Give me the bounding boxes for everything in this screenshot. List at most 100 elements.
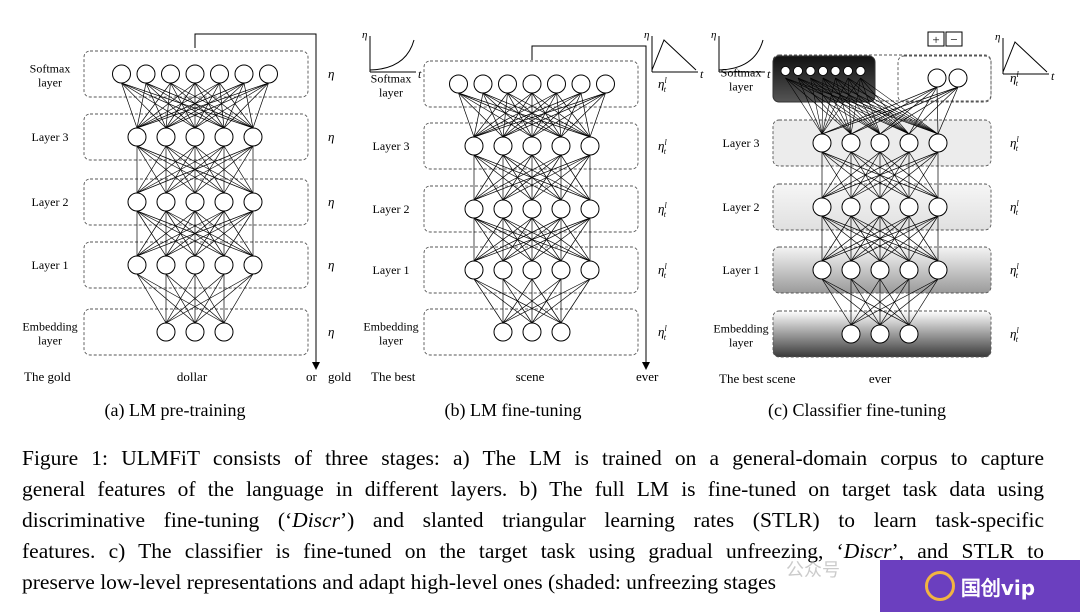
connection-line <box>821 77 824 135</box>
connection-line <box>797 77 852 135</box>
caption-line-1: Figure 1: ULMFiT consists of three stage… <box>22 443 1044 474</box>
connection-line <box>810 77 910 135</box>
connection-line <box>223 82 269 129</box>
connection-line <box>219 82 225 129</box>
caption-text: preserve low-level representations and a… <box>22 570 777 594</box>
connection-line <box>482 92 591 138</box>
layer-box-2 <box>423 122 639 170</box>
connection-line <box>136 145 254 194</box>
connection-line <box>822 77 939 135</box>
connection-line <box>473 92 557 138</box>
connection-line <box>556 92 591 138</box>
figure-caption: Figure 1: ULMFiT consists of three stage… <box>22 443 1044 598</box>
site-badge[interactable]: 国创vip <box>880 560 1080 612</box>
connection-line <box>531 92 606 138</box>
connection-line <box>136 210 196 257</box>
connection-line <box>560 217 591 262</box>
connection-line <box>835 77 910 135</box>
connection-line <box>908 215 939 262</box>
neuron-node <box>493 322 513 342</box>
lr-plot-c-left-t-label: t <box>767 67 771 81</box>
layer-label-3: Layer 2 <box>723 200 760 214</box>
connection-line <box>136 273 167 324</box>
lr-plot-b-right-t-label: t <box>700 67 704 81</box>
neuron-node <box>156 127 176 147</box>
connection-line <box>847 77 939 135</box>
connection-line <box>835 77 881 135</box>
connection-line <box>879 278 939 326</box>
lm-softmax-node <box>843 66 853 76</box>
learning-rate-1: η <box>328 66 334 81</box>
connection-line <box>170 82 196 129</box>
caption-line-2: general features of the language in diff… <box>22 474 1044 505</box>
connection-line <box>502 92 533 138</box>
neuron-node <box>928 197 948 217</box>
neuron-node <box>127 255 147 275</box>
neuron-node <box>136 64 156 84</box>
learning-rate-3: η <box>328 194 334 209</box>
connection-line <box>531 92 591 138</box>
layer-label-3: Layer 2 <box>32 195 69 209</box>
neuron-node <box>234 64 254 84</box>
connection-line <box>502 278 591 324</box>
connection-line <box>145 82 167 129</box>
connection-line <box>194 82 269 129</box>
connection-line <box>194 82 225 129</box>
connection-line <box>165 210 254 257</box>
connection-line <box>502 92 606 138</box>
connection-line <box>821 77 849 135</box>
caption-text: Figure 1: ULMFiT consists of three stage… <box>22 446 1044 470</box>
connection-line <box>785 77 881 135</box>
connection-line <box>223 273 254 324</box>
input-word-3: ever <box>636 369 659 384</box>
learning-rate-5: η <box>328 324 334 339</box>
neuron-node <box>493 136 513 156</box>
input-word-1: The best <box>371 369 416 384</box>
connection-line <box>908 151 939 199</box>
minus-box <box>945 31 963 47</box>
connection-line <box>531 92 582 138</box>
connection-line <box>821 215 939 262</box>
input-word-2: scene <box>516 369 545 384</box>
connection-line <box>482 92 562 138</box>
connection-line <box>785 77 823 135</box>
neuron-node <box>870 197 890 217</box>
connection-line <box>136 82 220 129</box>
connection-line <box>821 151 881 199</box>
plus-box <box>927 31 945 47</box>
connection-line <box>850 278 910 326</box>
lm-softmax-node <box>780 66 791 76</box>
connection-line <box>473 154 562 201</box>
connection-line <box>847 77 852 135</box>
connection-line <box>502 92 508 138</box>
connection-line <box>936 86 939 135</box>
neuron-node <box>580 136 600 156</box>
neuron-node <box>464 260 484 280</box>
neuron-node <box>870 260 890 280</box>
neuron-node <box>493 199 513 219</box>
layer-label-3: Layer 2 <box>373 202 410 216</box>
class-label-plus: + <box>932 32 939 47</box>
connection-line <box>136 210 225 257</box>
connection-line <box>165 273 196 324</box>
caption-text: ’, and STLR to <box>891 539 1044 563</box>
connection-line <box>165 273 254 324</box>
connection-line <box>531 278 591 324</box>
neuron-node <box>899 324 919 344</box>
connection-line <box>502 278 533 324</box>
connection-line <box>821 77 861 135</box>
neuron-node <box>870 324 890 344</box>
connection-line <box>937 86 959 135</box>
connection-line <box>165 145 254 194</box>
neuron-node <box>210 64 229 84</box>
caption-line-5: preserve low-level representations and a… <box>22 567 1044 598</box>
connection-line <box>821 151 939 199</box>
connection-line <box>194 82 254 129</box>
neuron-node <box>841 260 861 280</box>
arrow-head <box>642 362 650 370</box>
connection-line <box>473 92 606 138</box>
